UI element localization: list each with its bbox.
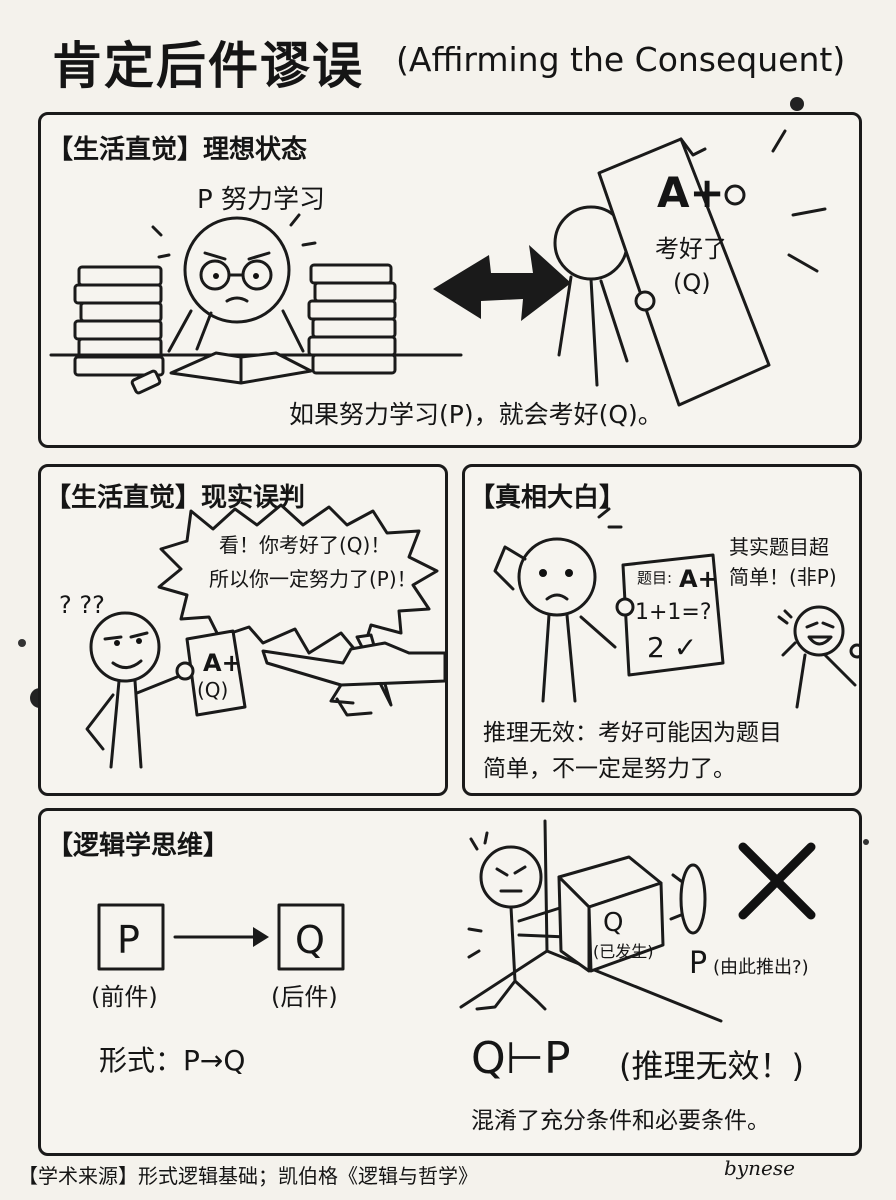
- panel-logic: 【逻辑学思维】 P Q Q (已发生: [38, 808, 862, 1156]
- panel-ideal-heading: 【生活直觉】理想状态: [47, 135, 308, 165]
- truth-paper-answer: 2 ✓: [647, 631, 697, 664]
- arrow-right-icon: [433, 245, 571, 321]
- speech-bubble: [157, 503, 439, 659]
- panel-misjudge: 【生活直觉】现实误判 A+ (Q) ? ?? 看！你考好了(Q)！ 所以你一定努…: [38, 464, 448, 796]
- ideal-paper-text: 考好了: [655, 235, 727, 263]
- truth-side-line-1: 其实题目超: [729, 535, 829, 559]
- truth-caption-line-1: 推理无效：考好可能因为题目: [483, 720, 782, 746]
- panel-truth-drawing: 题目: A+ 1+1=? 2 ✓: [493, 507, 859, 709]
- ideal-paper-grade: A+: [657, 168, 725, 217]
- truth-paper-label: 题目:: [637, 569, 672, 587]
- truth-caption-line-2: 简单，不一定是努力了。: [483, 756, 736, 782]
- panel-misjudge-heading: 【生活直觉】现实误判: [45, 483, 306, 513]
- book-stack-left-icon: [73, 265, 165, 377]
- question-marks: ? ??: [59, 591, 105, 619]
- box-p-text: P: [117, 918, 140, 962]
- misjudge-paper-grade: A+: [203, 649, 242, 677]
- struggling-person-icon: [467, 831, 569, 1011]
- signature: bynese: [724, 1156, 795, 1180]
- worried-person-icon: [493, 507, 623, 703]
- ideal-p-label: P 努力学习: [197, 185, 325, 215]
- page-subtitle: (Affirming the Consequent): [396, 40, 846, 79]
- logic-form: 形式：P→Q: [99, 1044, 246, 1077]
- panel-ideal-drawing: A+ 考好了 (Q): [49, 129, 827, 407]
- misjudge-paper-q: (Q): [197, 678, 228, 702]
- footer-source: 【学术来源】形式逻辑基础；凯伯格《逻辑与哲学》: [18, 1164, 478, 1188]
- page-title: 肯定后件谬误: [52, 37, 364, 95]
- box-q-text: Q: [295, 918, 325, 962]
- p-deduce-big: P: [689, 946, 707, 981]
- ideal-caption: 如果努力学习(P)，就会考好(Q)。: [289, 400, 663, 429]
- panel-ideal: 【生活直觉】理想状态: [38, 112, 862, 448]
- truth-exam-paper: [621, 553, 725, 677]
- panel-truth: 【真相大白】 题目: A+ 1+1=? 2 ✓: [462, 464, 862, 796]
- panel-truth-heading: 【真相大白】: [469, 483, 626, 513]
- crate-icon: [557, 855, 665, 973]
- speech-line-1: 看！你考好了(Q)！: [219, 533, 391, 557]
- panel-logic-heading: 【逻辑学思维】: [47, 831, 230, 861]
- formula-note: (推理无效！): [619, 1047, 804, 1085]
- box-p: [97, 903, 165, 971]
- crate-q: Q: [603, 908, 623, 938]
- label-consequent: (后件): [271, 983, 338, 1011]
- smug-person-icon: [85, 611, 179, 769]
- big-x-icon: [738, 842, 816, 920]
- panel-misjudge-drawing: A+ (Q) ? ??: [59, 503, 445, 769]
- truth-side-line-2: 简单！(非P): [729, 565, 837, 589]
- laughing-figure-icon: [777, 605, 859, 709]
- p-deduce-small: (由此推出?): [713, 957, 809, 978]
- label-antecedent: (前件): [91, 983, 158, 1011]
- book-stack-right-icon: [307, 263, 397, 375]
- misjudge-paper: [185, 629, 247, 717]
- studying-student-icon: [49, 213, 463, 385]
- ideal-paper-q: (Q): [673, 269, 711, 297]
- disk-icon: [679, 863, 707, 935]
- formula: Q⊢P: [471, 1033, 571, 1084]
- crate-note: (已发生): [593, 942, 654, 961]
- speech-line-2: 所以你一定努力了(P)！: [209, 567, 417, 591]
- box-q: [277, 903, 345, 971]
- truth-paper-problem: 1+1=?: [635, 600, 712, 625]
- truth-paper-grade: A+: [679, 565, 718, 593]
- panel-logic-drawing: P Q Q (已发生) P (由此推出?): [97, 819, 816, 1023]
- logic-summary: 混淆了充分条件和必要条件。: [471, 1108, 770, 1134]
- pointing-hand-icon: [261, 641, 445, 687]
- eraser-icon: [130, 369, 162, 395]
- person-holding-paper-icon: [553, 129, 827, 407]
